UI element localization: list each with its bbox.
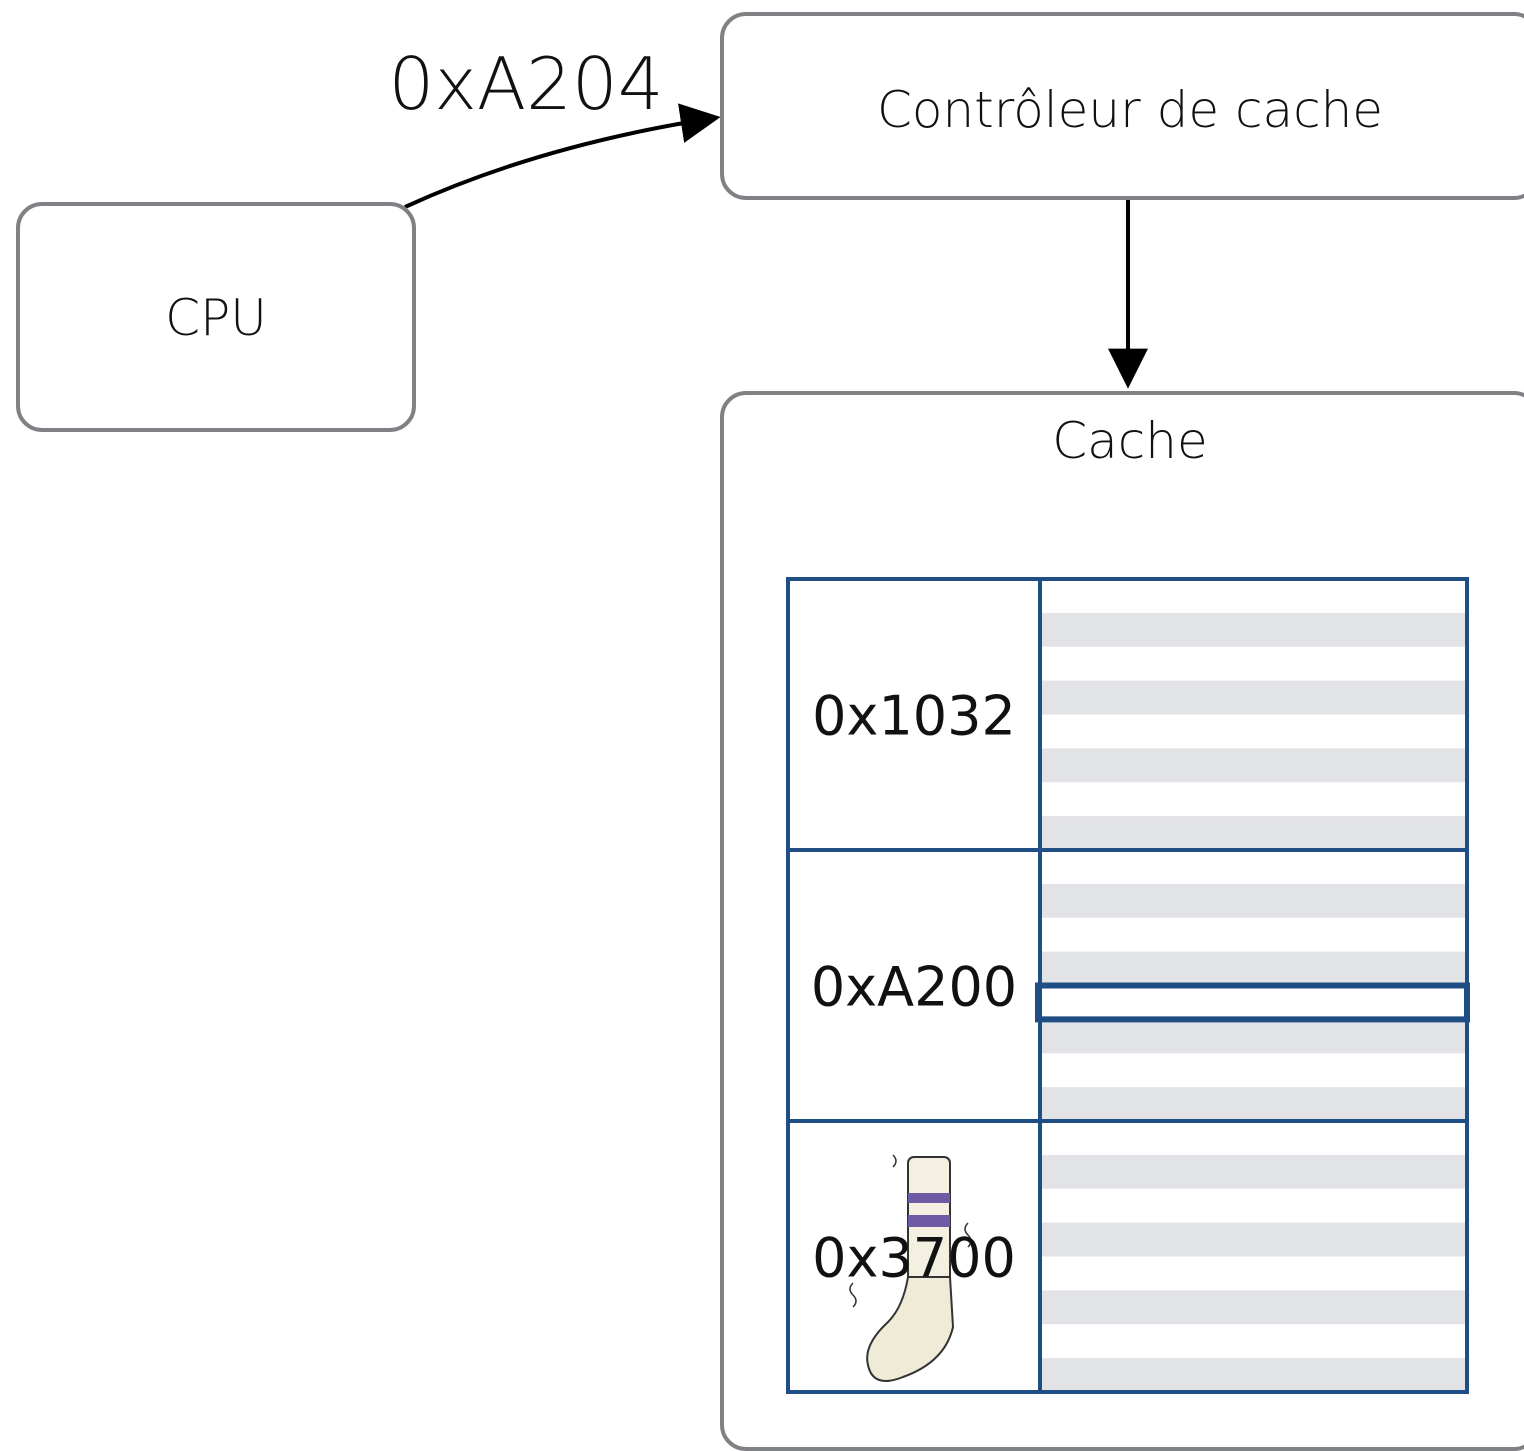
- highlighted-word: [1035, 982, 1470, 1023]
- cache-controller-box[interactable]: Contrôleur de cache: [720, 12, 1524, 200]
- cache-word-stripe: [1040, 1019, 1467, 1054]
- cache-word-stripe: [1040, 883, 1467, 918]
- cache-label: Cache: [1052, 412, 1208, 470]
- cpu-label: CPU: [165, 289, 267, 347]
- cache-word-stripe: [1040, 1087, 1467, 1121]
- cache-word-stripe: [1040, 816, 1467, 850]
- cache-tag-label: 0x3700: [812, 1227, 1016, 1290]
- cache-word-stripe: [1040, 612, 1467, 647]
- cpu-to-controller-arrow: [404, 103, 721, 209]
- cache-tag-label: 0xA200: [811, 956, 1017, 1019]
- cache-word-stripe: [1040, 1154, 1467, 1189]
- cache-tag-label: 0x1032: [812, 685, 1016, 748]
- request-address-label: 0xA204: [388, 42, 664, 126]
- cache-word-stripe: [1040, 1290, 1467, 1325]
- sock-icon: [849, 1154, 972, 1382]
- cache-word-stripe: [1040, 1358, 1467, 1392]
- cache-word-stripe: [1040, 680, 1467, 715]
- cache-word-stripe: [1040, 748, 1467, 783]
- cache-controller-label: Contrôleur de cache: [876, 81, 1384, 139]
- cpu-box[interactable]: CPU: [16, 202, 416, 432]
- cache-word-stripe: [1040, 951, 1467, 986]
- cache-word-stripe: [1040, 1222, 1467, 1257]
- cache-table-border: [786, 577, 1469, 1394]
